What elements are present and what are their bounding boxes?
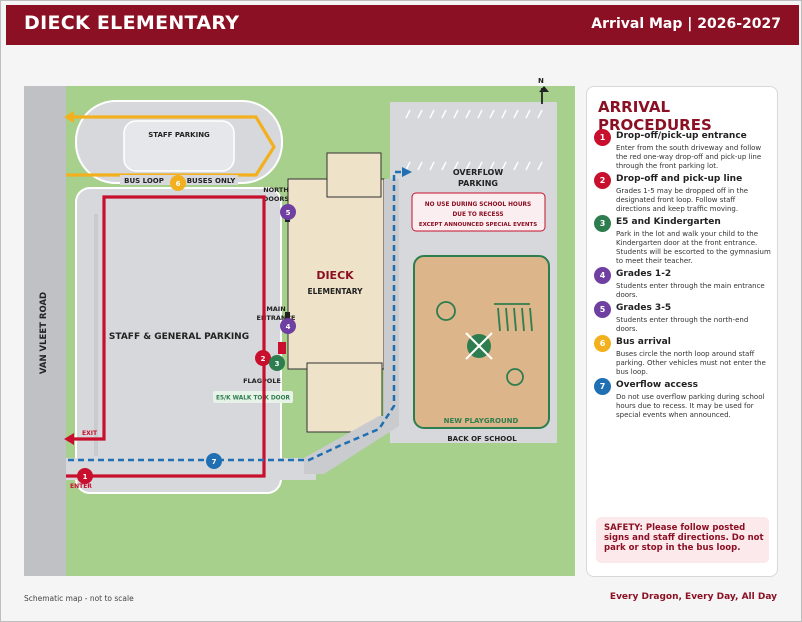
main-entrance-label-2: ENTRANCE <box>257 314 296 322</box>
procedure-title: Drop-off and pick-up line <box>616 174 743 184</box>
marker-4: 4 <box>280 318 296 334</box>
procedure-title: Overflow access <box>616 380 698 390</box>
swing-set <box>494 303 533 332</box>
campus-map: VAN VLEET ROAD STAFF PARKING STAFF & GEN… <box>24 86 575 576</box>
bus-route-arrow <box>64 111 74 123</box>
procedure-text: Do not use overflow parking during schoo… <box>616 393 765 419</box>
no-use-text-3: EXCEPT ANNOUNCED SPECIAL EVENTS <box>419 222 537 228</box>
marker-5: 5 <box>280 204 296 220</box>
procedure-badge: 3 <box>594 215 611 232</box>
k-door-walk-tag <box>213 391 293 403</box>
header-bar: DIECK ELEMENTARY Arrival Map | 2026-2027 <box>6 5 799 45</box>
svg-text:2: 2 <box>261 355 266 363</box>
procedure-badge: 7 <box>594 378 611 395</box>
page-title: DIECK ELEMENTARY <box>24 12 240 34</box>
procedures-panel: ARRIVAL PROCEDURES 1 Drop-off/pick-up en… <box>586 86 778 577</box>
staff-parking-island <box>123 120 235 172</box>
compass-letter: N <box>538 77 544 85</box>
staff-parking-label: STAFF PARKING <box>148 131 210 139</box>
enter-label: ENTER <box>70 483 92 490</box>
no-use-text-1: NO USE DURING SCHOOL HOURS <box>425 202 531 208</box>
procedure-text: Grades 1-5 may be dropped off in the des… <box>616 187 749 213</box>
marker-6: 6 <box>170 175 186 191</box>
marker-7: 7 <box>206 453 222 469</box>
procedure-text: Students enter through the north-end doo… <box>616 316 749 333</box>
overflow-label-2: PARKING <box>458 179 498 188</box>
school-building-south-wing <box>306 362 383 433</box>
play-structure-1 <box>436 301 456 321</box>
building-walkway <box>304 179 399 474</box>
marker-1: 1 <box>77 468 93 484</box>
procedure-badge: 1 <box>594 129 611 146</box>
k-door-walk-label: E5/K WALK TO K DOOR <box>216 396 291 402</box>
procedure-text: Park in the lot and walk your child to t… <box>616 230 771 265</box>
marker-2: 2 <box>255 350 271 366</box>
safety-text: SAFETY: Please follow posted signs and s… <box>604 523 764 553</box>
general-parking-label: STAFF & GENERAL PARKING <box>109 332 249 342</box>
marker-3: 3 <box>269 355 285 371</box>
footer-motto: Every Dragon, Every Day, All Day <box>609 592 777 602</box>
procedure-text: Students enter through the main entrance… <box>616 282 765 299</box>
procedure-badge: 5 <box>594 301 611 318</box>
buses-only-label: BUSES ONLY <box>187 177 237 185</box>
overflow-label-1: OVERFLOW <box>453 168 503 177</box>
svg-text:3: 3 <box>275 360 280 368</box>
flagpole-label: FLAGPOLE <box>243 377 281 385</box>
svg-text:7: 7 <box>212 458 217 466</box>
safety-notice: SAFETY: Please follow posted signs and s… <box>596 517 769 563</box>
procedure-badge: 4 <box>594 267 611 284</box>
svg-text:6: 6 <box>176 180 181 188</box>
van-vleet-road <box>24 86 66 576</box>
exit-label: EXIT <box>82 430 98 437</box>
procedure-title: Drop-off/pick-up entrance <box>616 131 747 141</box>
overflow-route-arrow <box>402 167 412 177</box>
no-use-notice <box>411 192 546 232</box>
procedure-text: Buses circle the north loop around staff… <box>616 350 766 376</box>
playground-label: NEW PLAYGROUND <box>444 417 519 425</box>
flag-icon <box>278 342 286 354</box>
svg-text:1: 1 <box>83 473 88 481</box>
no-use-text-2: DUE TO RECESS <box>452 212 503 218</box>
exit-arrow <box>64 433 74 445</box>
school-word-label: ELEMENTARY <box>307 287 363 296</box>
svg-text:5: 5 <box>286 209 291 217</box>
procedure-text: Enter from the south driveway and follow… <box>616 144 762 170</box>
procedure-badge: 6 <box>594 335 611 352</box>
north-door-label-2: DOORS <box>263 195 289 203</box>
back-of-school-label: BACK OF SCHOOL <box>447 435 517 443</box>
bus-loop-label: BUS LOOP <box>124 177 164 185</box>
dropoff-route-line <box>66 195 266 478</box>
procedure-title: Grades 1-2 <box>616 269 672 279</box>
procedure-badge: 2 <box>594 172 611 189</box>
school-name-label: DIECK <box>316 269 354 282</box>
school-building-main <box>287 178 385 370</box>
play-x-2 <box>465 332 493 360</box>
overflow-parking-stripes <box>405 109 543 171</box>
north-door-label-1: NORTH <box>263 186 289 194</box>
svg-text:4: 4 <box>286 323 291 331</box>
main-entrance-label-1: MAIN <box>266 305 285 313</box>
footer-note: Schematic map - not to scale <box>24 594 134 603</box>
procedures-title: ARRIVAL PROCEDURES <box>598 98 712 134</box>
main-door <box>285 312 290 322</box>
page-subtitle: Arrival Map | 2026-2027 <box>591 16 781 32</box>
school-building-north-wing <box>326 152 382 198</box>
procedure-title: Grades 3-5 <box>616 303 672 313</box>
procedure-title: Bus arrival <box>616 337 671 347</box>
play-structure-2 <box>506 368 524 386</box>
overflow-route-line <box>68 170 406 462</box>
north-arrow-head <box>539 86 549 92</box>
procedure-title: E5 and Kindergarten <box>616 217 721 227</box>
road-label: VAN VLEET ROAD <box>39 292 49 374</box>
